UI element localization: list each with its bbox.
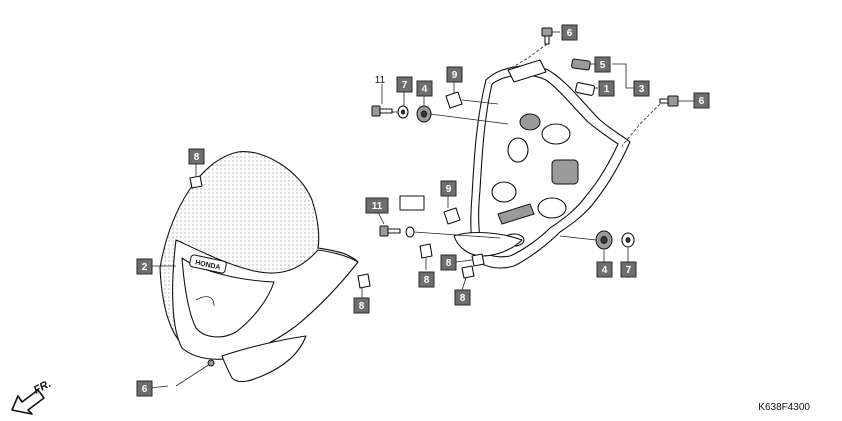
windscreen-assembly: HONDA [159, 150, 359, 387]
svg-text:2: 2 [142, 262, 148, 273]
svg-text:7: 7 [402, 80, 408, 91]
svg-text:1: 1 [604, 84, 610, 95]
callout-8-left: 8 [188, 148, 205, 165]
bracket-arm-lower [453, 232, 523, 257]
svg-text:8: 8 [460, 293, 466, 304]
inner-fairing-assembly [453, 59, 631, 269]
svg-text:8: 8 [359, 301, 365, 312]
clip-9-upper [445, 91, 463, 109]
callout-8-center: 8 [418, 271, 435, 288]
front-arrow-icon [11, 389, 45, 415]
inner-fairing-rim [478, 74, 619, 258]
callout-4-upper: 4 [416, 80, 433, 97]
clip-8-b [357, 273, 371, 289]
clip-9-lower [443, 207, 461, 225]
svg-text:7: 7 [626, 265, 632, 276]
headlight-opening [181, 257, 275, 338]
grommet-4-lower [595, 230, 613, 250]
callout-11-upper: 11 [375, 75, 386, 86]
svg-text:11: 11 [375, 75, 386, 86]
callout-6-right: 6 [693, 92, 710, 109]
svg-text:4: 4 [602, 265, 608, 276]
clip-8-d [471, 253, 485, 267]
diagram-code: K638F4300 [758, 402, 810, 413]
bolt-6-top [541, 27, 553, 45]
grommet-4-upper [416, 105, 432, 123]
svg-text:5: 5 [600, 60, 606, 71]
callout-8-screen: 8 [353, 297, 370, 314]
svg-text:8: 8 [424, 275, 430, 286]
callout-3: 3 [633, 80, 650, 97]
callout-9-lower: 9 [440, 180, 457, 197]
front-label: FR. [32, 378, 53, 397]
callout-7-upper: 7 [396, 76, 413, 93]
svg-text:8: 8 [194, 152, 200, 163]
cutout-upper [519, 113, 541, 131]
washer-lower [405, 226, 415, 238]
svg-text:11: 11 [372, 201, 383, 212]
svg-text:6: 6 [142, 384, 148, 395]
lower-fairing [221, 335, 307, 383]
callout-6-bottom: 6 [136, 380, 153, 397]
callout-8-mid: 8 [440, 254, 457, 271]
blank-label [399, 195, 425, 211]
svg-text:9: 9 [446, 184, 452, 195]
clip-8-a [189, 175, 203, 189]
cutout-mid-right [541, 123, 571, 145]
bolt-11-upper [371, 105, 393, 117]
callout-leaders [149, 31, 694, 389]
callout-2: 2 [136, 258, 153, 275]
clip-8-e [461, 265, 475, 279]
callout-7-lower: 7 [620, 261, 637, 278]
svg-text:8: 8 [446, 258, 452, 269]
svg-text:4: 4 [422, 84, 428, 95]
callout-1: 1 [598, 80, 615, 97]
hardware [189, 27, 679, 289]
callout-5: 5 [594, 56, 611, 73]
callout-11-lower: 11 [365, 197, 389, 214]
honda-emblem: HONDA [189, 254, 227, 274]
part-5 [571, 58, 591, 71]
callouts: 6 5 1 3 6 9 11 7 4 [136, 24, 710, 397]
svg-text:3: 3 [639, 84, 645, 95]
cutout-slot [497, 203, 535, 225]
callout-9-upper: 9 [446, 66, 463, 83]
washer-7-lower [621, 232, 635, 248]
bolt-6-right [659, 95, 679, 107]
svg-text:9: 9 [452, 70, 458, 81]
callout-6-top: 6 [561, 24, 578, 41]
front-direction-indicator: FR. [11, 378, 53, 415]
cutout-round [491, 181, 517, 203]
callout-8-lower: 8 [454, 289, 471, 306]
cutout-square [551, 159, 579, 185]
part-1 [574, 82, 596, 96]
svg-text:6: 6 [567, 28, 573, 39]
bolt-11-lower [379, 225, 401, 237]
top-tab [507, 59, 547, 83]
svg-text:6: 6 [699, 96, 705, 107]
callout-4-lower: 4 [596, 261, 613, 278]
clip-8-c [419, 243, 433, 259]
bottom-bolt [175, 359, 215, 387]
cutout-lower [537, 197, 567, 219]
cutout-mid-left [507, 137, 529, 163]
